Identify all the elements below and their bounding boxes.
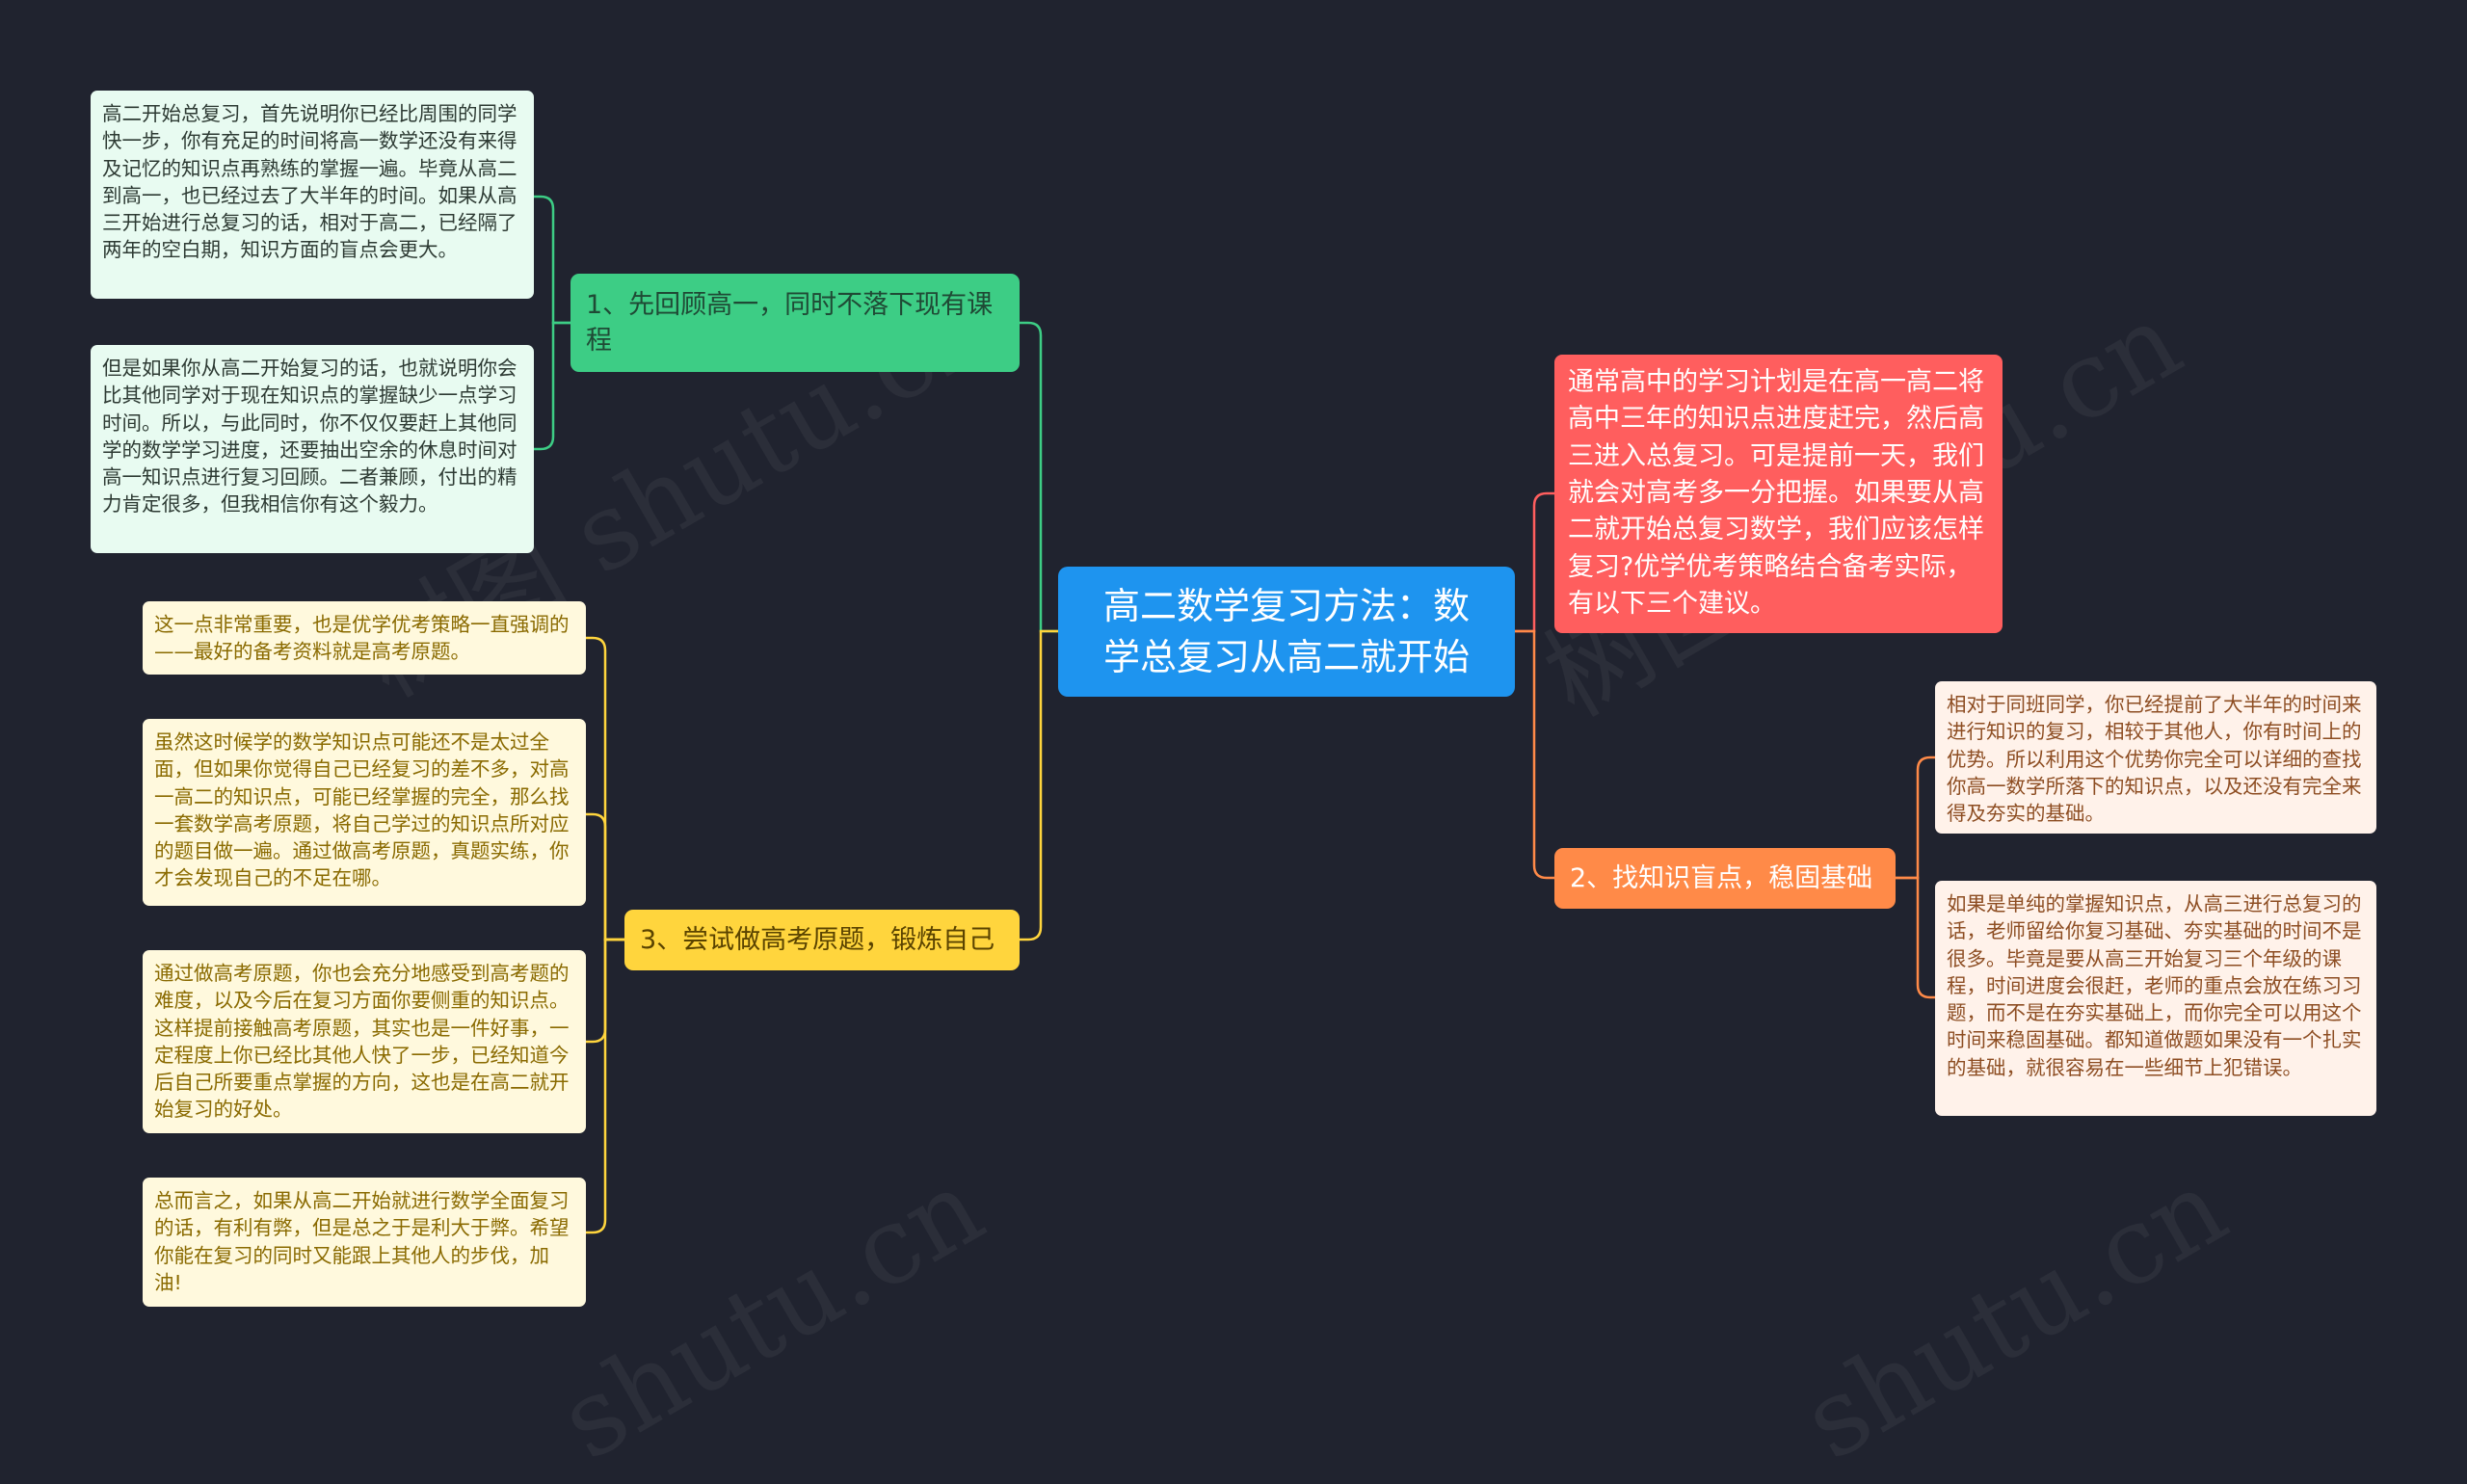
connector-root-branch1 — [1020, 321, 1058, 633]
connector-branch3-leaf4 — [586, 938, 624, 1234]
leaf-exams-practice[interactable]: 虽然这时候学的数学知识点可能还不是太过全面，但如果你觉得自己已经复习的差不多，对… — [143, 719, 586, 906]
leaf-exams-difficulty[interactable]: 通过做高考原题，你也会充分地感受到高考题的难度，以及今后在复习方面你要侧重的知识… — [143, 950, 586, 1133]
leaf-gaps-time-advantage[interactable]: 相对于同班同学，你已经提前了大半年的时间来进行知识的复习，相较于其他人，你有时间… — [1935, 681, 2376, 834]
intro-topic[interactable]: 通常高中的学习计划是在高一高二将高中三年的知识点进度赶完，然后高三进入总复习。可… — [1554, 355, 2003, 633]
connector-branch3-leaf2 — [586, 812, 624, 941]
connector-root-intro — [1515, 491, 1554, 633]
connector-lines — [534, 195, 1935, 1234]
connector-branch1-leaf2 — [534, 321, 570, 451]
mindmap-canvas: 树图 shutu.cn 树图 shutu.cn shutu.cn shutu.c… — [91, 91, 2376, 1484]
connector-branch3-leaf1 — [586, 636, 624, 941]
connector-branch2-leaf2 — [1896, 876, 1935, 999]
leaf-gaps-foundation[interactable]: 如果是单纯的掌握知识点，从高三进行总复习的话，老师留给你复习基础、夯实基础的时间… — [1935, 881, 2376, 1116]
leaf-exams-summary[interactable]: 总而言之，如果从高二开始就进行数学全面复习的话，有利有弊，但是总之于是利大于弊。… — [143, 1178, 586, 1307]
branch-past-exams[interactable]: 3、尝试做高考原题，锻炼自己 — [624, 910, 1020, 970]
branch-review-grade10[interactable]: 1、先回顾高一，同时不落下现有课程 — [570, 274, 1020, 372]
leaf-review-balance[interactable]: 但是如果你从高二开始复习的话，也就说明你会比其他同学对于现在知识点的掌握缺少一点… — [91, 345, 534, 553]
branch-knowledge-gaps[interactable]: 2、找知识盲点，稳固基础 — [1554, 848, 1896, 909]
leaf-review-advantage[interactable]: 高二开始总复习，首先说明你已经比周围的同学快一步，你有充足的时间将高一数学还没有… — [91, 91, 534, 299]
root-topic[interactable]: 高二数学复习方法：数学总复习从高二就开始 — [1058, 567, 1515, 697]
connector-root-branch3 — [1020, 629, 1058, 941]
leaf-exams-importance[interactable]: 这一点非常重要，也是优学优考策略一直强调的——最好的备考资料就是高考原题。 — [143, 601, 586, 675]
connector-root-branch2 — [1515, 629, 1554, 880]
connector-branch1-leaf1 — [534, 195, 570, 325]
connector-branch2-leaf1 — [1896, 755, 1935, 880]
